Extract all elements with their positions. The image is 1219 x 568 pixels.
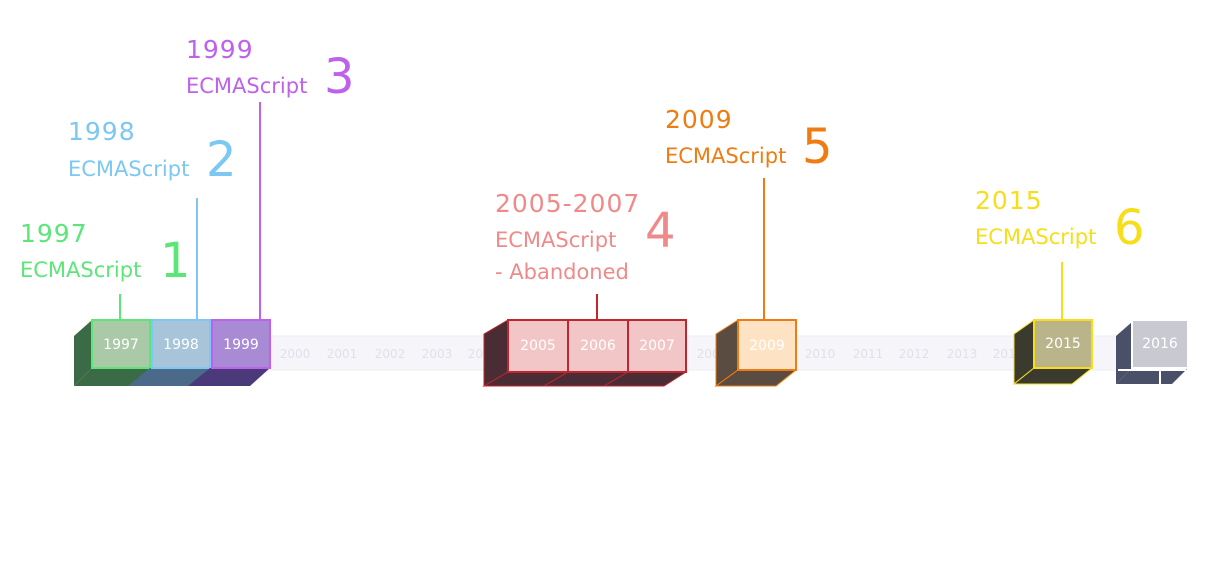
tick-year: 2002 [375,347,406,361]
box-year-label: 1998 [163,337,199,353]
release-year-label: 1998 [68,117,136,146]
year-box-1999 [211,319,271,369]
year-box-2006 [567,319,629,373]
release-name-label: ECMAScript [665,144,786,168]
year-box-2007 [627,319,687,373]
tick-year: 2001 [327,347,358,361]
year-box-2005 [507,319,569,373]
release-number-label: 6 [1114,200,1145,256]
box-year-label: 2015 [1045,336,1081,352]
release-number-label: 4 [645,203,676,259]
box-side [74,320,92,386]
release-name-label: ECMAScript [495,228,616,252]
release-es1: 1997 1997 ECMAScript 1 [20,219,191,386]
year-box-1998 [151,319,211,369]
release-es5: 2009 2009 ECMAScript 5 [665,105,833,387]
release-year-label: 1999 [186,35,254,64]
tick-year: 2011 [853,347,884,361]
release-number-label: 1 [160,233,191,289]
tick-year: 2010 [805,347,836,361]
tick-year: 2013 [947,347,978,361]
release-es6: 2015 2015 ECMAScript 6 [975,186,1145,386]
release-year-label: 2005-2007 [495,189,640,218]
tick-year: 2000 [280,347,311,361]
release-name-label: ECMAScript [20,258,141,282]
tick-year: 2012 [899,347,930,361]
release-year-label: 1997 [20,219,88,248]
year-box-2015 [1033,319,1093,369]
release-name-label: ECMAScript [975,225,1096,249]
box-bottom [188,368,270,386]
release-es4: 2005 2006 2007 2005-2007 ECMAScript 4 - … [482,189,688,387]
release-es3: 1999 1999 ECMAScript 3 [186,35,355,386]
tick-year: 2003 [422,347,453,361]
box-side [1116,322,1132,384]
box-year-label: 1999 [223,337,259,353]
year-box-2016 [1131,319,1189,369]
box-year-label: 2007 [639,338,675,354]
box-year-label: 2006 [580,338,616,354]
box-year-label: 2009 [749,338,785,354]
box-year-label: 2005 [520,338,556,354]
release-status-note: - Abandoned [495,260,629,284]
release-name-label: ECMAScript [186,74,307,98]
release-number-label: 2 [206,132,237,188]
box-bottom [1116,368,1188,384]
release-number-label: 3 [324,49,355,105]
timeline-track [269,335,1121,371]
release-number-label: 5 [802,119,833,175]
box-year-label: 1997 [103,337,139,353]
release-es2: 1998 1998 ECMAScript 2 [68,117,237,386]
box-bottom [128,368,210,386]
release-year-label: 2009 [665,105,733,134]
year-box-1997 [91,319,151,369]
box-bottom [74,368,150,386]
year-box-2009 [737,319,797,371]
box-year-label: 2016 [1142,336,1178,352]
future-release-2016: 2016 [1116,319,1189,384]
release-name-label: ECMAScript [68,157,189,181]
release-year-label: 2015 [975,186,1043,215]
